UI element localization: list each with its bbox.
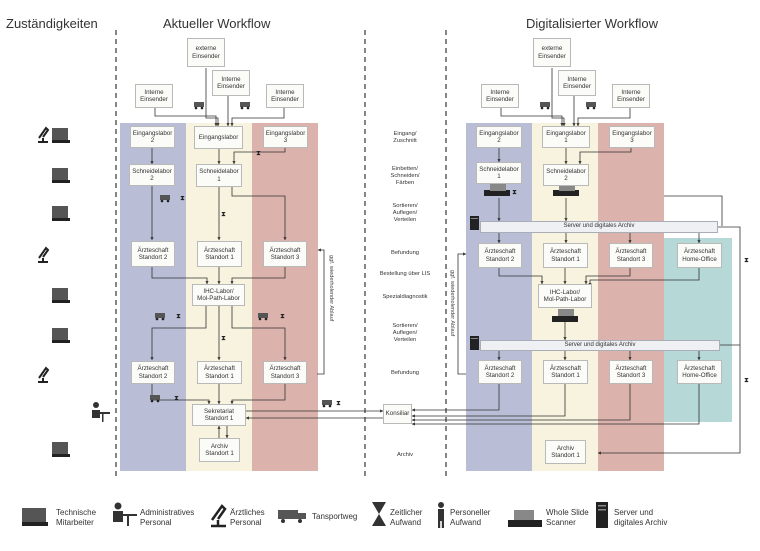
stage-einbetten: Einbetten/ Schneiden/ Färben [390, 166, 420, 186]
lane-standort-3-digital [598, 123, 664, 471]
digital-eingangslabor-3: Eingangslabor 3 [609, 126, 655, 148]
digital-schneidelabor-2: Schneidelabor 1 [476, 162, 522, 184]
role-icons [38, 126, 110, 457]
konsiliar-box: Konsiliar [383, 404, 412, 424]
svg-text:⧗: ⧗ [256, 149, 261, 157]
svg-text:⧗: ⧗ [744, 376, 749, 384]
legend-admin-staff: Administratives Personal [140, 508, 195, 527]
digital-internal-senders-1: Interne Einsender [558, 70, 596, 96]
stage-eingang: Eingang/ Zuschnitt [393, 131, 417, 144]
digital-aerzteschaft-standort-1: Ärzteschaft Standort 1 [543, 243, 588, 268]
svg-text:⧗: ⧗ [280, 312, 285, 320]
svg-text:⧗: ⧗ [180, 194, 185, 202]
legend-staff-effort: Personeller Aufwand [450, 508, 491, 527]
current-internal-senders-3: Interne Einsender [266, 84, 304, 108]
svg-text:⧗: ⧗ [221, 334, 226, 342]
stage-sortieren-2: Sortieren/ Auflegen/ Verteilen [392, 323, 418, 343]
svg-text:⧗: ⧗ [176, 312, 181, 320]
stage-befundung-1: Befundung [390, 250, 420, 256]
svg-text:⧗: ⧗ [221, 210, 226, 218]
digital-repeat-label: ggf. wiederholender Ablauf [449, 270, 455, 337]
digital-aerzteschaft-standort-3-b: Ärzteschaft Standort 3 [609, 360, 653, 384]
current-aerzteschaft-standort-3: Ärzteschaft Standort 3 [263, 241, 307, 267]
current-internal-senders-1: Interne Einsender [212, 70, 250, 96]
legend-server: Server und digitales Archiv [614, 508, 668, 527]
digital-aerzteschaft-standort-1-b: Ärzteschaft Standort 1 [543, 360, 588, 384]
digital-aerzteschaft-home-office-b: Ärzteschaft Home-Office [677, 360, 722, 384]
current-eingangslabor-3: Eingangslabor 3 [263, 126, 308, 148]
svg-text:⧗: ⧗ [336, 399, 341, 407]
heading-responsibilities: Zuständigkeiten [6, 16, 98, 31]
digital-internal-senders-3: Interne Einsender [612, 84, 650, 108]
digital-internal-senders-2: Interne Einsender [481, 84, 519, 108]
legend-scanner: Whole Slide Scanner [546, 508, 589, 527]
current-schneidelabor-2: Schneidelabor 2 [129, 164, 175, 186]
legend-icons [22, 502, 608, 528]
current-ihc-labor: IHC-Labor/ Mol-Path-Labor [192, 284, 245, 306]
current-schneidelabor-1: Schneidelabor 1 [196, 164, 242, 187]
digital-schneidelabor-1: Schneidelabor 2 [543, 164, 589, 186]
legend-time-effort: Zeitlicher Aufwand [390, 508, 423, 527]
current-external-senders: externe Einsender [187, 38, 225, 67]
stage-spezialdiagnostik: Spezialdiagnostik [382, 294, 428, 300]
effort-markers: ⧗ ⧗ ⧗ ⧗ ⧗ ⧗ ⧗ ⧗ ⧗ ⧗ ⧗ [150, 102, 749, 408]
digital-ihc-labor: IHC-Labor/ Mol-Path-Labor [538, 284, 592, 308]
legend-tech-staff: Technische Mitarbeiter [56, 508, 97, 527]
heading-digital-workflow: Digitalisierter Workflow [526, 16, 658, 31]
current-repeat-label: ggf. wiederholender Ablauf [328, 255, 334, 322]
digital-external-senders: externe Einsender [533, 38, 571, 67]
digital-eingangslabor-2: Eingangslabor 2 [476, 126, 522, 148]
current-sekretariat: Sekretariat Standort 1 [192, 404, 246, 426]
legend-medical-staff: Ärztliches Personal [230, 508, 265, 527]
digital-archiv: Archiv Standort 1 [545, 440, 586, 464]
current-archiv: Archiv Standort 1 [199, 438, 240, 462]
digital-server-archive-2: Server und digitales Archiv [480, 340, 720, 351]
lane-home-office-digital [664, 238, 732, 422]
stage-archiv: Archiv [396, 452, 414, 458]
current-aerzteschaft-standort-2-b: Ärzteschaft Standort 2 [131, 361, 175, 384]
digital-aerzteschaft-standort-2-b: Ärzteschaft Standort 2 [478, 360, 522, 384]
digital-aerzteschaft-standort-2: Ärzteschaft Standort 2 [478, 243, 522, 268]
heading-current-workflow: Aktueller Workflow [163, 16, 271, 31]
svg-text:⧗: ⧗ [744, 256, 749, 264]
current-aerzteschaft-standort-1-b: Ärzteschaft Standort 1 [197, 361, 242, 384]
legend-transport: Tansportweg [312, 512, 358, 521]
digital-aerzteschaft-home-office: Ärzteschaft Home-Office [677, 243, 722, 268]
current-internal-senders-2: Interne Einsender [135, 84, 173, 108]
current-eingangslabor-2: Eingangslabor 2 [130, 126, 175, 148]
current-aerzteschaft-standort-2: Ärzteschaft Standort 2 [131, 241, 175, 267]
stage-bestellung-lis: Bestellung über LIS [379, 271, 431, 277]
stage-sortieren-1: Sortieren/ Auflegen/ Verteilen [392, 203, 418, 223]
scanner-icon [484, 184, 579, 322]
current-eingangslabor-1: Eingangslabor [194, 126, 243, 149]
stage-befundung-2: Befundung [390, 370, 420, 376]
current-aerzteschaft-standort-3-b: Ärzteschaft Standort 3 [263, 361, 307, 384]
lane-standort-3-current [252, 123, 318, 471]
current-aerzteschaft-standort-1: Ärzteschaft Standort 1 [197, 241, 242, 267]
svg-text:⧗: ⧗ [174, 394, 179, 402]
svg-text:⧗: ⧗ [512, 188, 517, 196]
digital-server-archive-1: Server und digitales Archiv [480, 221, 718, 233]
digital-aerzteschaft-standort-3: Ärzteschaft Standort 3 [609, 243, 653, 268]
server-icon [470, 216, 479, 350]
digital-eingangslabor-1: Eingangslabor 1 [542, 126, 590, 148]
